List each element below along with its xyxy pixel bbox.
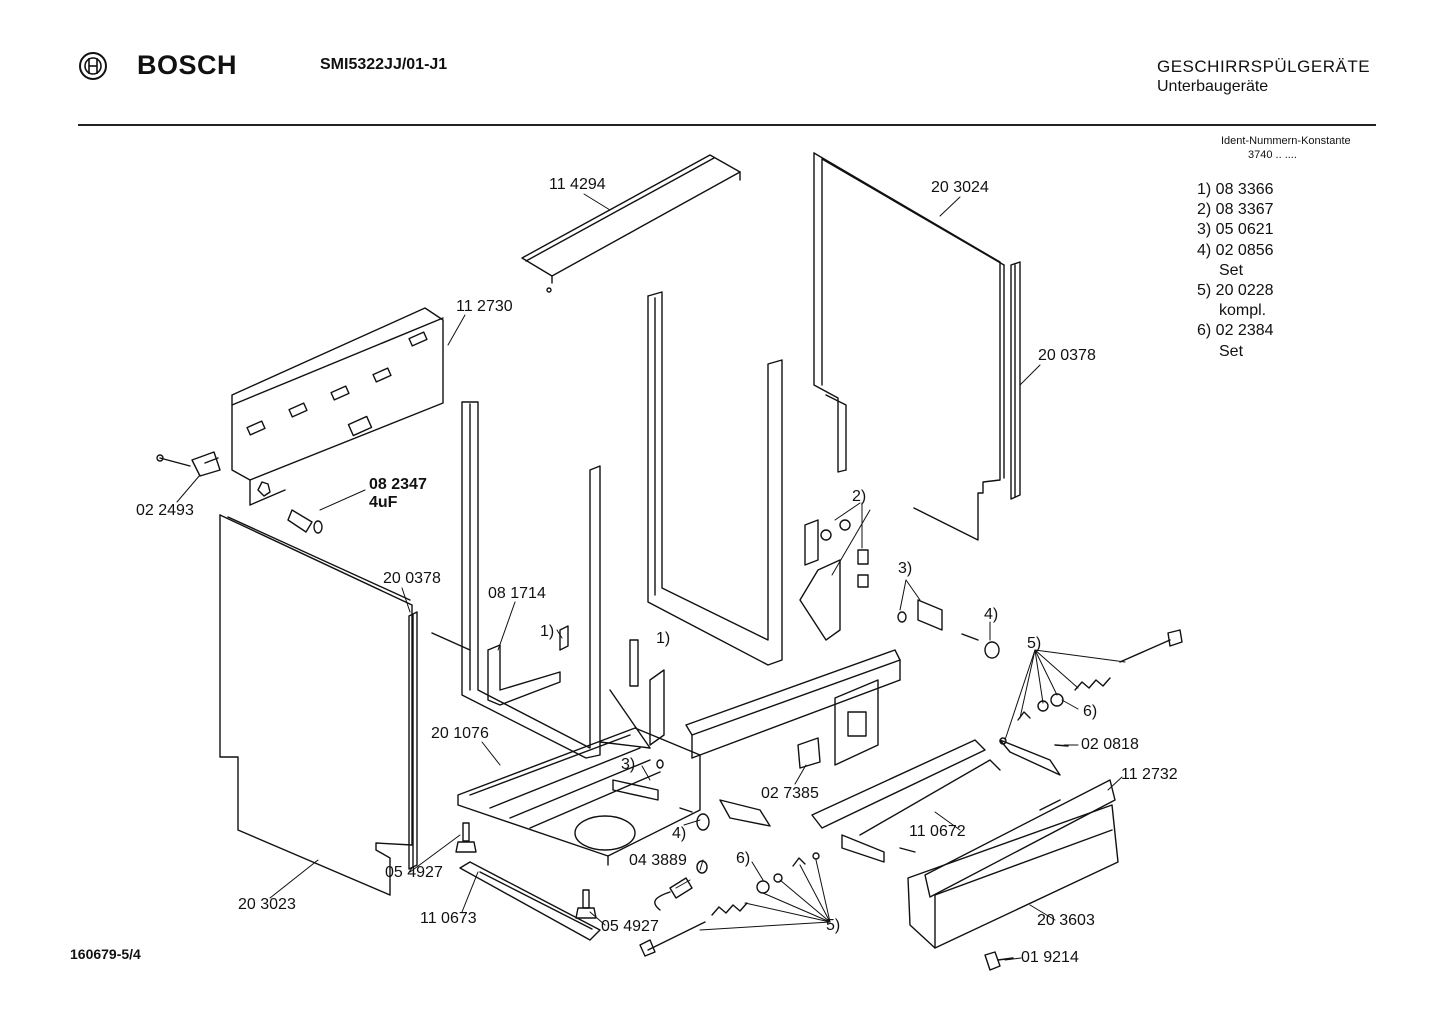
part-114294-top-strip	[522, 155, 740, 292]
brand-name: BOSCH	[137, 50, 238, 80]
part-ref2-clips	[800, 520, 868, 640]
part-201076-base-tray	[458, 728, 700, 865]
label-110673: 11 0673	[420, 910, 477, 927]
ident-value: 3740 .. ....	[1248, 149, 1297, 161]
part-022493-clamp	[157, 452, 220, 476]
label-082347-capacity: 4uF	[369, 494, 398, 511]
label-ref2: 2)	[852, 488, 867, 505]
label-ref3-upper: 3)	[898, 560, 913, 577]
part-110673-foot-rail	[460, 862, 600, 940]
bosch-logo-icon	[78, 51, 108, 81]
label-114294: 11 4294	[549, 176, 606, 193]
subcategory-title: Unterbaugeräte	[1157, 78, 1269, 95]
label-200378-left: 20 0378	[383, 570, 441, 587]
part-ref3-upper-bracket	[898, 600, 942, 630]
label-022493: 02 2493	[136, 502, 194, 519]
part-ref3-lower-bracket	[613, 760, 663, 800]
label-ref5-upper: 5)	[1027, 635, 1042, 652]
note-5-sub: kompl.	[1219, 302, 1267, 320]
label-203023: 20 3023	[238, 896, 296, 913]
part-112732-plinth-rail	[925, 780, 1115, 897]
part-054927-foot-a	[456, 823, 476, 852]
part-door-frame-front	[462, 402, 600, 758]
category-title: GESCHIRRSPÜLGERÄTE	[1157, 57, 1371, 76]
part-ref1-clips	[600, 640, 664, 748]
document-number: 160679-5/4	[70, 946, 141, 962]
label-043889: 04 3889	[629, 852, 687, 869]
reference-notes: 1) 08 3366 2) 08 3367 3) 05 0621 4) 02 0…	[1197, 180, 1274, 362]
part-081714-bracket	[488, 626, 568, 705]
label-ref6-upper: 6)	[1083, 703, 1098, 720]
leader-lines	[177, 194, 1125, 960]
note-4-sub: Set	[1219, 261, 1244, 279]
label-ref4-upper: 4)	[984, 606, 999, 623]
part-ref5-bolt-lower	[640, 853, 819, 956]
part-203023-side-panel	[220, 515, 412, 895]
label-027385: 02 7385	[761, 785, 819, 802]
part-043889-sensor	[655, 861, 707, 910]
label-ref1-b: 1)	[656, 630, 671, 647]
model-number: SMI5322JJ/01-J1	[320, 56, 448, 73]
note-6: 6) 02 2384	[1197, 322, 1274, 340]
label-ref1-a: 1)	[540, 623, 555, 640]
part-082347-capacitor	[288, 510, 322, 533]
ident-title: Ident-Nummern-Konstante	[1221, 135, 1351, 147]
label-020818: 02 0818	[1081, 736, 1139, 753]
label-203603: 20 3603	[1037, 912, 1095, 929]
note-4: 4) 02 0856	[1197, 241, 1274, 259]
label-203024: 20 3024	[931, 179, 989, 196]
part-020818-bracket	[1000, 740, 1068, 775]
part-110672-rail	[812, 740, 1000, 862]
part-200378-seal-strip-right	[1011, 262, 1020, 499]
part-027385-block	[798, 738, 820, 768]
label-081714: 08 1714	[488, 585, 546, 602]
label-200378-right: 20 0378	[1038, 347, 1096, 364]
part-054927-foot-b	[576, 890, 596, 918]
label-054927-a: 05 4927	[385, 864, 443, 881]
note-1: 1) 08 3366	[1197, 181, 1274, 198]
part-ref4-lower-cap	[680, 800, 770, 830]
part-rod-left	[432, 633, 470, 650]
label-054927-b: 05 4927	[601, 918, 659, 935]
part-ref4-upper-cap	[962, 634, 999, 658]
part-203603-plinth	[908, 805, 1118, 948]
label-082347: 08 2347	[369, 476, 427, 493]
label-ref3-lower: 3)	[621, 756, 636, 773]
label-ref4-lower: 4)	[672, 825, 687, 842]
part-door-frame-rear	[648, 292, 782, 665]
part-200378-seal-strip-left	[409, 612, 417, 869]
header-divider	[78, 124, 1376, 126]
part-center-rail	[686, 650, 900, 765]
label-019214: 01 9214	[1021, 949, 1079, 966]
label-112732: 11 2732	[1121, 766, 1178, 783]
label-ref5-lower: 5)	[826, 917, 841, 934]
label-201076: 20 1076	[431, 725, 489, 742]
label-ref6-lower: 6)	[736, 850, 751, 867]
label-110672: 11 0672	[909, 823, 966, 840]
part-019214-screw	[985, 952, 1013, 970]
note-2: 2) 08 3367	[1197, 201, 1274, 219]
note-5: 5) 20 0228	[1197, 282, 1274, 300]
label-112730: 11 2730	[456, 298, 513, 315]
part-112730-front-upper-panel	[232, 308, 443, 505]
note-6-sub: Set	[1219, 342, 1244, 360]
note-3: 3) 05 0621	[1197, 221, 1274, 239]
part-203024-side-panel	[814, 153, 1004, 540]
